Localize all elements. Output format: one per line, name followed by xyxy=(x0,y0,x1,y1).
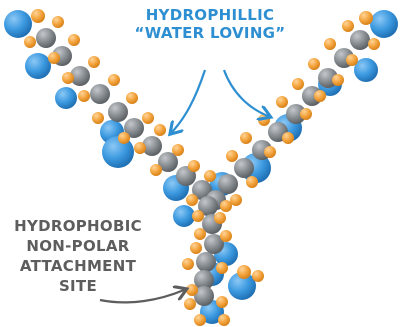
hydrogen-atom xyxy=(276,96,288,108)
carbon-atom xyxy=(142,136,162,156)
carbon-atom xyxy=(124,118,144,138)
hydrogen-atom xyxy=(230,194,242,206)
head-group-atom xyxy=(25,53,51,79)
hydrogen-atom xyxy=(324,38,336,50)
hydrogen-atom xyxy=(237,265,251,279)
hydrogen-atom xyxy=(346,54,358,66)
hydrogen-atom xyxy=(332,74,344,86)
hydrogen-atom xyxy=(282,132,294,144)
carbon-atom xyxy=(192,180,212,200)
hydrogen-atom xyxy=(194,228,206,240)
hydrogen-atom xyxy=(314,90,326,102)
molecule-atoms xyxy=(4,9,398,326)
carbon-atom xyxy=(36,28,56,48)
carbon-atom xyxy=(158,152,178,172)
hydrogen-atom xyxy=(240,132,252,144)
hydrogen-atom xyxy=(190,242,202,254)
hydrophobic-label-line-2: NON-POLAR xyxy=(26,237,130,255)
hydrophilic-label-line-1: HYDROPHILLIC xyxy=(145,6,275,24)
hydrogen-atom xyxy=(258,114,270,126)
hydrogen-atom xyxy=(192,210,204,222)
hydrogen-atom xyxy=(246,176,258,188)
carbon-atom xyxy=(218,174,238,194)
hydrogen-atom xyxy=(218,314,230,326)
head-group-atom xyxy=(173,205,195,227)
hydrogen-atom xyxy=(188,160,200,172)
hydrophobic-label-line-3: ATTACHMENT xyxy=(19,257,137,275)
hydrogen-atom xyxy=(292,78,304,90)
head-group-atom xyxy=(55,87,77,109)
hydrogen-atom xyxy=(252,270,264,282)
hydrogen-atom xyxy=(220,200,232,212)
hydrogen-atom xyxy=(78,90,90,102)
hydrogen-atom xyxy=(186,284,198,296)
carbon-atom xyxy=(194,270,214,290)
hydrogen-atom xyxy=(118,132,130,144)
hydrophobic-label-line-4: SITE xyxy=(58,277,98,295)
hydrogen-atom xyxy=(194,314,206,326)
carbon-atom xyxy=(350,30,370,50)
hydrogen-atom xyxy=(182,258,194,270)
hydrogen-atom xyxy=(308,58,320,70)
hydrogen-atom xyxy=(134,142,146,154)
head-group-atom xyxy=(370,10,398,38)
hydrogen-atom xyxy=(216,296,228,308)
carbon-atom xyxy=(194,286,214,306)
hydrogen-atom xyxy=(31,9,45,23)
head-group-atom xyxy=(228,272,256,300)
head-group-atom xyxy=(102,136,134,168)
hydrogen-atom xyxy=(186,194,198,206)
hydrogen-atom xyxy=(142,112,154,124)
hydrophilic-arrow-right xyxy=(222,69,268,116)
hydrophilic-arrow-left xyxy=(172,69,207,132)
hydrogen-atom xyxy=(150,164,162,176)
head-group-atom xyxy=(4,10,32,38)
hydrogen-atom xyxy=(126,92,138,104)
hydrogen-atom xyxy=(62,72,74,84)
hydrogen-atom xyxy=(264,146,276,158)
carbon-atom xyxy=(90,84,110,104)
hydrogen-atom xyxy=(68,34,80,46)
carbon-atom xyxy=(234,158,254,178)
hydrogen-atom xyxy=(214,212,226,224)
hydrogen-atom xyxy=(172,144,184,156)
hydrophilic-label-line-2: “WATER LOVING” xyxy=(134,24,286,42)
hydrogen-atom xyxy=(300,108,312,120)
hydrogen-atom xyxy=(368,38,380,50)
hydrogen-atom xyxy=(108,74,120,86)
hydrophobic-label-line-1: HYDROPHOBIC xyxy=(14,217,142,235)
hydrogen-atom xyxy=(226,150,238,162)
carbon-atom xyxy=(286,104,306,124)
hydrogen-atom xyxy=(88,56,100,68)
carbon-atom xyxy=(198,196,218,216)
hydrophobic-label: HYDROPHOBIC NON-POLAR ATTACHMENT SITE xyxy=(0,216,156,296)
hydrogen-atom xyxy=(24,36,36,48)
head-group-atom xyxy=(354,58,378,82)
carbon-atom xyxy=(70,66,90,86)
hydrogen-atom xyxy=(359,11,373,25)
hydrogen-atom xyxy=(92,112,104,124)
hydrogen-atom xyxy=(204,170,216,182)
hydrophobic-arrow xyxy=(99,290,184,304)
carbon-atom xyxy=(108,102,128,122)
hydrogen-atom xyxy=(52,16,64,28)
hydrogen-atom xyxy=(184,298,196,310)
hydrogen-atom xyxy=(342,20,354,32)
carbon-atom xyxy=(196,252,216,272)
hydrogen-atom xyxy=(216,262,228,274)
carbon-atom xyxy=(204,234,224,254)
hydrogen-atom xyxy=(220,230,232,242)
hydrophilic-label: HYDROPHILLIC “WATER LOVING” xyxy=(110,6,310,42)
hydrogen-atom xyxy=(48,52,60,64)
hydrogen-atom xyxy=(154,124,166,136)
